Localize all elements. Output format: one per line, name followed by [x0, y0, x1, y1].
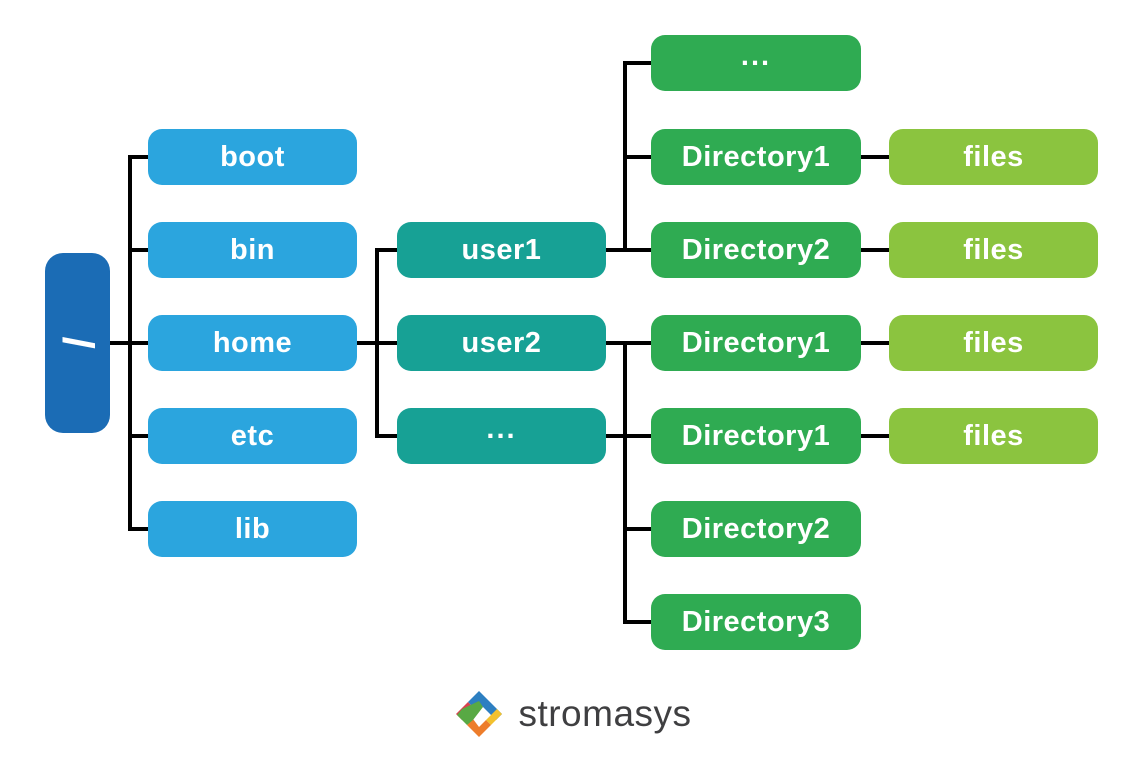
node-etc-label: etc [230, 419, 275, 452]
connector-branch-users-ellipsis [375, 434, 399, 438]
node-boot: boot [148, 129, 357, 185]
node-home: home [148, 315, 357, 371]
node-home-label: home [212, 326, 293, 359]
node-files-1: files [889, 129, 1098, 185]
node-directories-ellipsis-label: ... [740, 39, 772, 72]
node-bin-label: bin [230, 233, 275, 266]
brand-name: stromasys [518, 693, 692, 734]
node-directory2-user1: Directory2 [651, 222, 861, 278]
connector-branch-dirs-ellipsis [623, 61, 653, 65]
connector-user1-to-directory2 [604, 248, 653, 252]
stromasys-logo: stromasys [0, 686, 1144, 742]
node-files-4-label: files [963, 419, 1024, 452]
node-lib: lib [148, 501, 357, 557]
node-lib-label: lib [234, 512, 271, 545]
node-directory1-user2-a-label: Directory1 [681, 326, 831, 359]
connector-dir-to-files-3 [859, 341, 891, 345]
node-users-ellipsis: ... [397, 408, 606, 464]
node-user2-label: user2 [461, 326, 542, 359]
node-directory1-user2-b-label: Directory1 [681, 419, 831, 452]
node-user1: user1 [397, 222, 606, 278]
node-directory2-user2: Directory2 [651, 501, 861, 557]
node-root: / [45, 253, 110, 433]
node-directory2-user2-label: Directory2 [681, 512, 831, 545]
connector-dir-to-files-1 [859, 155, 891, 159]
node-etc: etc [148, 408, 357, 464]
connector-branch-boot [128, 155, 150, 159]
node-directory3-user2: Directory3 [651, 594, 861, 650]
node-root-label: / [53, 336, 103, 350]
node-files-2: files [889, 222, 1098, 278]
connector-trunk-level1 [128, 155, 132, 531]
node-directory2-user1-label: Directory2 [681, 233, 831, 266]
node-directory1-user1: Directory1 [651, 129, 861, 185]
node-files-3: files [889, 315, 1098, 371]
node-directories-ellipsis: ... [651, 35, 861, 91]
node-bin: bin [148, 222, 357, 278]
connector-user2-to-directory1 [604, 341, 653, 345]
node-files-4: files [889, 408, 1098, 464]
node-boot-label: boot [220, 140, 285, 173]
node-files-3-label: files [963, 326, 1024, 359]
connector-branch-directory3 [623, 620, 653, 624]
connector-trunk-user2-dirs [623, 341, 627, 624]
node-directory1-user2-a: Directory1 [651, 315, 861, 371]
stromasys-diamond-icon [456, 691, 503, 737]
connector-branch-lib [128, 527, 150, 531]
node-directory1-user1-label: Directory1 [681, 140, 831, 173]
node-directory1-user2-b: Directory1 [651, 408, 861, 464]
connector-branch-directory1-a [623, 155, 653, 159]
connector-trunk-users [375, 248, 379, 438]
connector-branch-etc [128, 434, 150, 438]
node-directory3-user2-label: Directory3 [681, 605, 831, 638]
node-users-ellipsis-label: ... [486, 412, 517, 445]
connector-branch-directory2-b [623, 527, 653, 531]
node-files-1-label: files [963, 140, 1024, 173]
connector-ellipsis-to-directory1 [604, 434, 653, 438]
node-files-2-label: files [963, 233, 1024, 266]
connector-dir-to-files-4 [859, 434, 891, 438]
connector-dir-to-files-2 [859, 248, 891, 252]
connector-branch-user1 [375, 248, 399, 252]
connector-branch-bin [128, 248, 150, 252]
node-user2: user2 [397, 315, 606, 371]
node-user1-label: user1 [461, 233, 542, 266]
